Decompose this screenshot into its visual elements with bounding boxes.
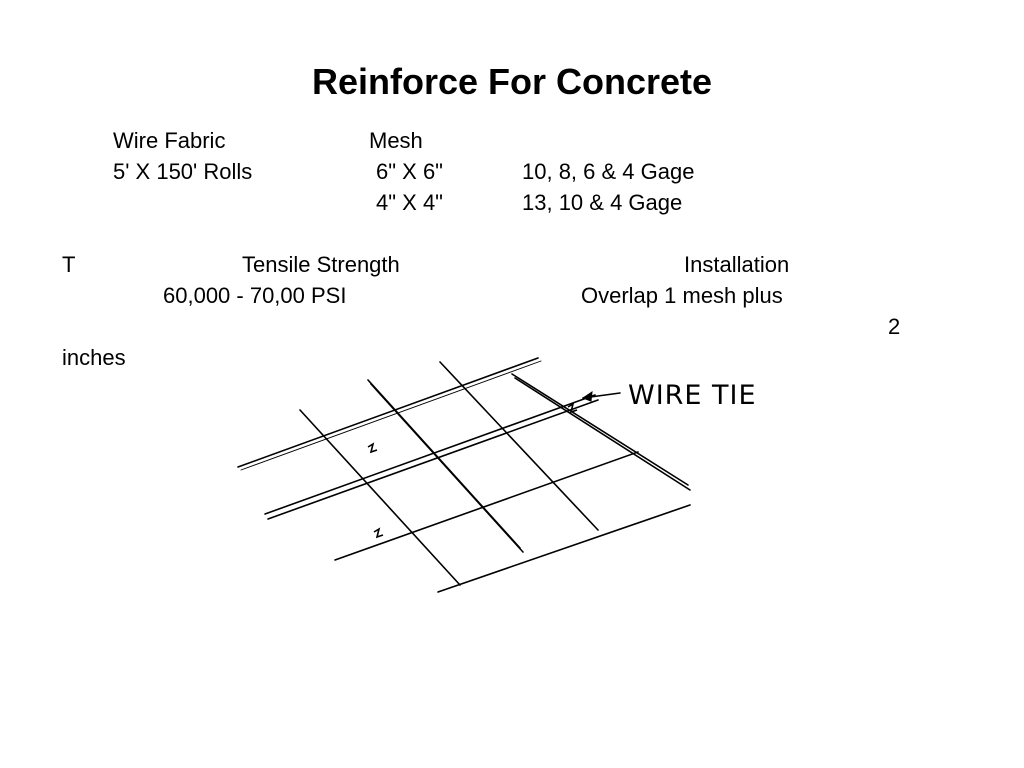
installation-value-2: 2	[888, 314, 901, 339]
installation-value: Overlap 1 mesh plus	[581, 283, 783, 308]
installation-value-3: inches	[62, 345, 126, 370]
mesh-header: Mesh	[369, 128, 423, 153]
mesh-size-1: 6" X 6"	[376, 159, 443, 184]
wire-ties	[367, 402, 578, 539]
wire-tie-callout-arrow	[581, 390, 621, 402]
tensile-strength-label: Tensile Strength	[242, 252, 400, 277]
mesh-gage-1: 10, 8, 6 & 4 Gage	[522, 159, 695, 184]
mesh-gage-2: 13, 10 & 4 Gage	[522, 190, 683, 215]
slide-title: Reinforce For Concrete	[311, 61, 713, 102]
mesh-bars-descending	[299, 361, 691, 586]
mesh-size-2: 4" X 4"	[376, 190, 443, 215]
mesh-bars-ascending	[237, 357, 691, 593]
wire-fabric-header: Wire Fabric	[113, 128, 226, 153]
wire-tie-label: WIRE TIE	[628, 380, 757, 411]
spec-lead: T	[62, 252, 76, 277]
rolls-size: 5' X 150' Rolls	[113, 159, 253, 184]
installation-label: Installation	[684, 252, 790, 277]
tensile-strength-value: 60,000 - 70,00 PSI	[163, 283, 347, 308]
